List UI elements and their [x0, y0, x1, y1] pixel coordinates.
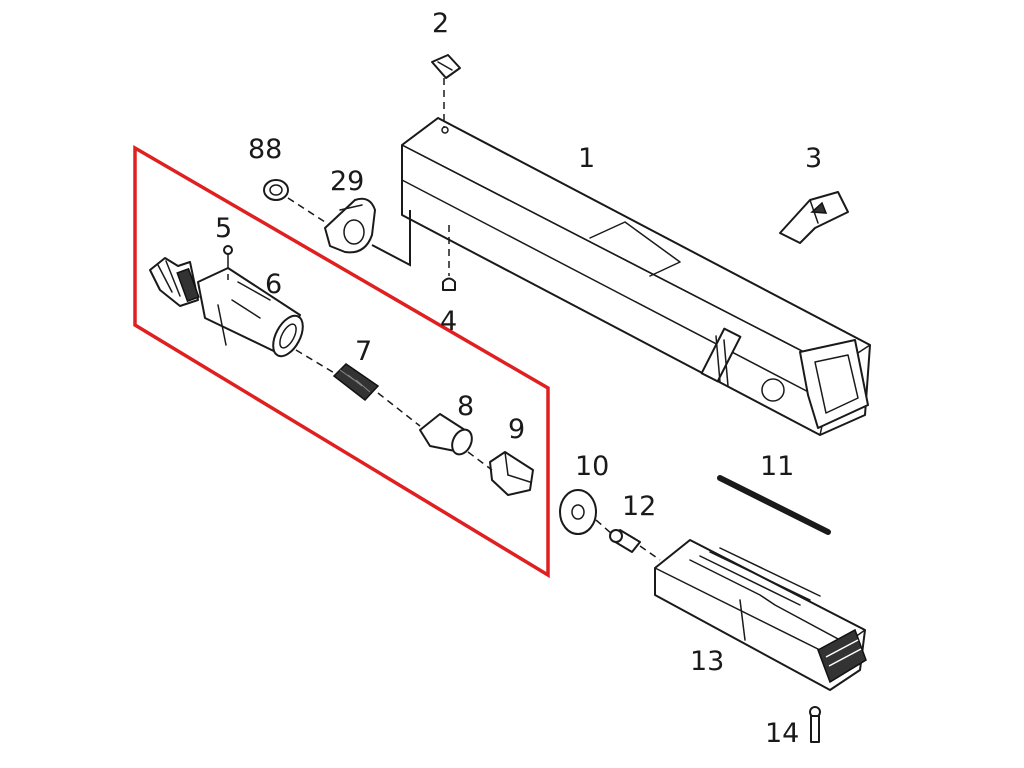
part-slide: [401, 117, 871, 436]
callout-6: 6: [265, 269, 282, 300]
part-valve-cap: [489, 451, 534, 496]
leader-lines: [227, 78, 661, 561]
callout-8: 8: [457, 391, 474, 422]
part-nozzle-stopper: [324, 197, 376, 254]
part-pin: [609, 529, 641, 553]
part-front-sight: [431, 54, 461, 79]
part-washer: [559, 489, 597, 535]
part-slide-pin: [442, 277, 456, 291]
highlight-outline: [133, 144, 550, 579]
callout-3: 3: [805, 143, 822, 174]
callout-88: 88: [248, 134, 282, 165]
callout-4: 4: [440, 306, 457, 337]
callout-12: 12: [622, 491, 656, 522]
part-guide-rod: [717, 475, 831, 535]
part-rear-sight: [779, 191, 849, 244]
callout-11: 11: [760, 451, 794, 482]
callout-labels: 2 1 3 88 29 4 5 6 7 8 9 10 11 12 13 14: [215, 8, 822, 749]
callout-13: 13: [690, 646, 724, 677]
callout-29: 29: [330, 166, 364, 197]
callout-2: 2: [432, 8, 449, 39]
part-valve: [419, 413, 473, 456]
part-spring: [332, 363, 380, 402]
part-screw: [809, 706, 821, 743]
part-housing: [654, 539, 867, 691]
callout-1: 1: [578, 143, 595, 174]
part-o-ring: [263, 179, 289, 201]
callout-14: 14: [765, 718, 799, 749]
part-loading-nozzle: [149, 257, 304, 358]
callout-10: 10: [575, 451, 609, 482]
callout-9: 9: [508, 414, 525, 445]
callout-7: 7: [355, 336, 372, 367]
part-small-screw: [223, 245, 233, 263]
callout-5: 5: [215, 213, 232, 244]
